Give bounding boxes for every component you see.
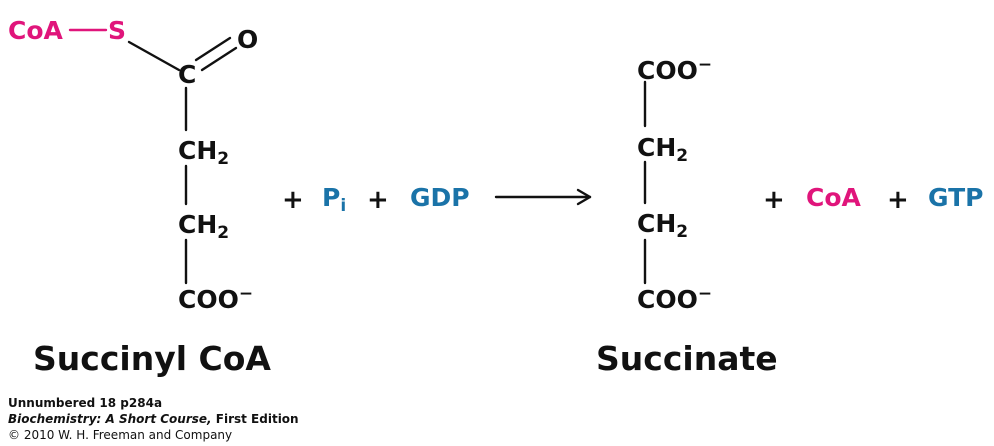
plus-sign-3: + [763, 185, 785, 215]
carbonyl-carbon-label: C [178, 60, 197, 89]
pi-label: Pi [322, 183, 347, 216]
s-c-bond [127, 40, 181, 72]
coa-product-label: CoA [806, 183, 861, 212]
caption-figure-id: Unnumbered 18 p284a [8, 396, 163, 410]
c-o-double-bond-1 [194, 36, 232, 62]
succinate-ch2-lower: CH2 [637, 209, 689, 242]
sulfur-label: S [108, 16, 127, 45]
caption-book: Biochemistry: A Short Course, First Edit… [8, 412, 299, 426]
gdp-label: GDP [410, 183, 470, 212]
plus-sign-4: + [887, 185, 909, 215]
plus-sign-2: + [367, 185, 389, 215]
succinyl-ch2-lower: CH2 [178, 210, 230, 243]
succinate-name: Succinate [596, 339, 778, 378]
c-o-double-bond-2 [200, 46, 238, 72]
succinate-ch2-upper: CH2 [637, 133, 689, 166]
gtp-label: GTP [928, 183, 984, 212]
succinyl-ch2-upper: CH2 [178, 136, 230, 169]
succinyl-carboxylate: COO− [178, 284, 254, 314]
caption-copyright: © 2010 W. H. Freeman and Company [8, 428, 233, 442]
succinate-top-carboxylate: COO− [637, 55, 713, 85]
succinyl-coa-name: Succinyl CoA [33, 339, 271, 378]
succinate-bottom-carboxylate: COO− [637, 284, 713, 314]
plus-sign-1: + [282, 185, 304, 215]
oxygen-label: O [237, 25, 259, 54]
coa-label: CoA [8, 16, 63, 45]
reaction-arrow-head-upper [576, 188, 592, 199]
reaction-arrow-head-lower [576, 195, 592, 206]
